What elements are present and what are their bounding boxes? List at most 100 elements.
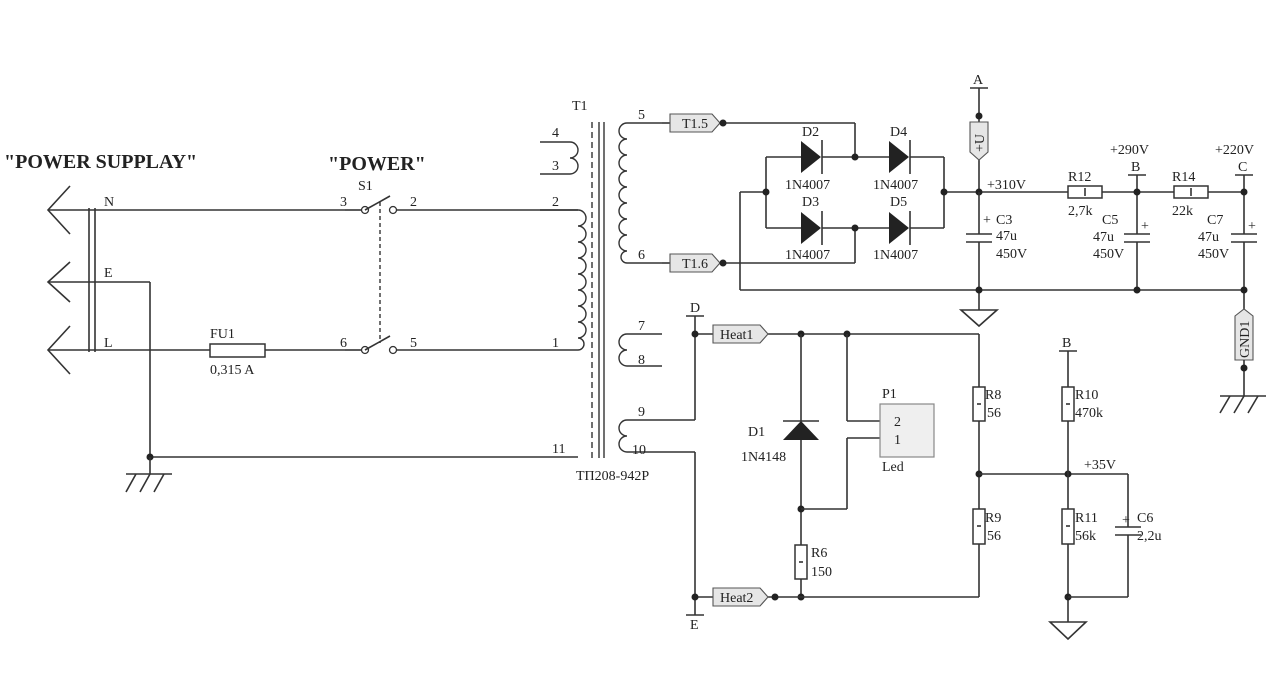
heater-circuit [662, 315, 1141, 641]
r12-value: 2,7k [1068, 204, 1093, 219]
c3-volt: 450V [996, 247, 1027, 262]
r14-value: 22k [1172, 204, 1193, 219]
switch-pin6: 6 [340, 336, 347, 351]
r11-value: 56k [1075, 529, 1096, 544]
switch-s1 [345, 195, 578, 355]
mains-n-label: N [104, 195, 114, 210]
net-a-plus-u [969, 87, 989, 196]
r14-ref: R14 [1172, 170, 1195, 185]
tr-pin1: 1 [552, 336, 559, 351]
c6-cap: 2,2u [1137, 529, 1162, 544]
tr-pin10: 10 [632, 443, 646, 458]
c7-plus: + [1248, 219, 1256, 234]
power-title: "POWER" [328, 153, 426, 175]
transformer-ref: T1 [572, 99, 588, 114]
c3-plus: + [983, 213, 991, 228]
d2-part: 1N4007 [785, 178, 830, 193]
switch-ref: S1 [358, 179, 373, 194]
d1-part: 1N4148 [741, 450, 786, 465]
c5-cap: 47u [1093, 230, 1114, 245]
net-b-c5 [1124, 174, 1150, 294]
tr-pin6: 6 [638, 248, 645, 263]
tag-t15-label: T1.5 [682, 117, 708, 132]
tag-gnd1-label: GND1 [1238, 321, 1253, 358]
switch-pin2: 2 [410, 195, 417, 210]
r9-ref: R9 [985, 511, 1001, 526]
tag-t16-label: T1.6 [682, 257, 708, 272]
power-supply-title: "POWER SUPPLAY" [4, 151, 197, 173]
r6-value: 150 [811, 565, 832, 580]
d4-ref: D4 [890, 125, 907, 140]
tr-pin3: 3 [552, 159, 559, 174]
transformer-t1 [540, 122, 662, 458]
led-pin1: 1 [894, 433, 901, 448]
r12-ref: R12 [1068, 170, 1091, 185]
led-label: Led [882, 460, 904, 475]
tr-pin5: 5 [638, 108, 645, 123]
c3-cap: 47u [996, 229, 1017, 244]
net-c-c7-gnd1 [1219, 174, 1266, 414]
tag-heat1-label: Heat1 [720, 328, 753, 343]
r9-value: 56 [987, 529, 1001, 544]
mains-plug [46, 185, 345, 457]
mains-l-label: L [104, 336, 113, 351]
d3-part: 1N4007 [785, 248, 830, 263]
transformer-part: ТП208-942Р [576, 469, 649, 484]
resistor-r12 [1067, 185, 1176, 199]
switch-pin5: 5 [410, 336, 417, 351]
fuse-fu1 [209, 343, 345, 358]
switch-pin3: 3 [340, 195, 347, 210]
net-290v-label: +290V [1110, 143, 1149, 158]
net-e-label: E [690, 618, 699, 633]
led-connector-p1 [879, 403, 935, 458]
tag-plus-u-label: +U [973, 134, 988, 152]
d4-part: 1N4007 [873, 178, 918, 193]
bridge-rectifier [719, 119, 1244, 291]
c5-ref: C5 [1102, 213, 1118, 228]
tag-heat2 [712, 587, 769, 607]
c6-plus: + [1122, 513, 1130, 528]
tag-heat2-label: Heat2 [720, 591, 753, 606]
tr-pin11: 11 [552, 442, 565, 457]
earth-ground-left [125, 453, 578, 493]
net-d-label: D [690, 301, 700, 316]
net-35v-label: +35V [1084, 458, 1116, 473]
fuse-ref: FU1 [210, 327, 235, 342]
net-b-label: B [1131, 160, 1140, 175]
tag-t16 [669, 253, 721, 273]
r10-ref: R10 [1075, 388, 1098, 403]
d5-part: 1N4007 [873, 248, 918, 263]
net-a-label: A [973, 73, 984, 88]
net-c-label: C [1238, 160, 1247, 175]
led-ref: P1 [882, 387, 897, 402]
resistor-r14 [1173, 185, 1244, 199]
tr-pin8: 8 [638, 353, 645, 368]
r8-value: 56 [987, 406, 1001, 421]
tag-heat1 [712, 324, 769, 344]
net-b2-label: B [1062, 336, 1071, 351]
c3-ref: C3 [996, 213, 1012, 228]
r6-ref: R6 [811, 546, 827, 561]
d3-ref: D3 [802, 195, 819, 210]
c5-plus: + [1141, 219, 1149, 234]
d5-ref: D5 [890, 195, 907, 210]
r10-value: 470k [1075, 406, 1103, 421]
r8-ref: R8 [985, 388, 1001, 403]
net-220v-label: +220V [1215, 143, 1254, 158]
led-pin2: 2 [894, 415, 901, 430]
c5-volt: 450V [1093, 247, 1124, 262]
net-310v-label: +310V [987, 178, 1026, 193]
r11-ref: R11 [1075, 511, 1098, 526]
tr-pin4: 4 [552, 126, 559, 141]
mains-e-label: E [104, 266, 113, 281]
tr-pin2: 2 [552, 195, 559, 210]
c7-ref: C7 [1207, 213, 1223, 228]
tr-pin9: 9 [638, 405, 645, 420]
d2-ref: D2 [802, 125, 819, 140]
c7-volt: 450V [1198, 247, 1229, 262]
c7-cap: 47u [1198, 230, 1219, 245]
capacitor-c3 [958, 192, 1000, 328]
c6-ref: C6 [1137, 511, 1153, 526]
tr-pin7: 7 [638, 319, 645, 334]
